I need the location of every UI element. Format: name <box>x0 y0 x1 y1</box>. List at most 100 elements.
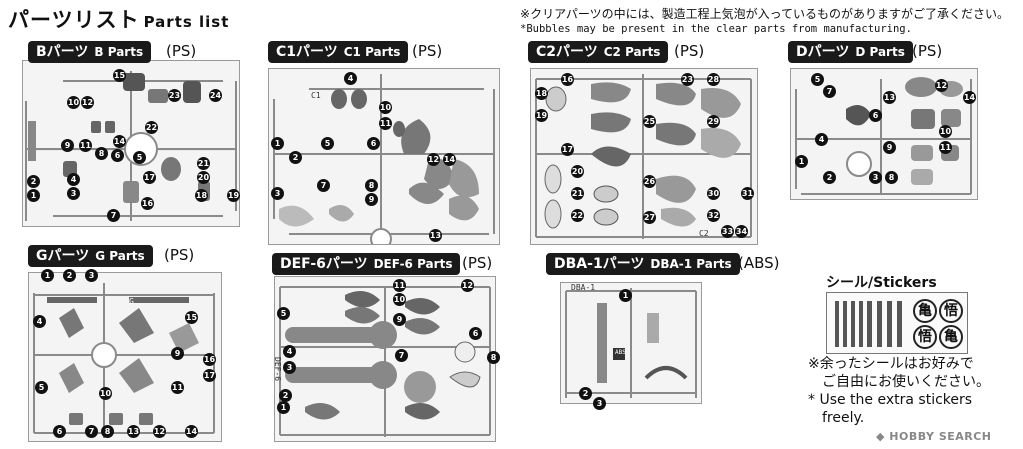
runner-mark-dba1: DBA-1 <box>571 283 596 292</box>
part-num-dba1-3: 3 <box>593 397 606 410</box>
part-num-c2-17: 17 <box>561 143 574 156</box>
part-num-g-11: 11 <box>171 381 184 394</box>
runner-g: G 1 2 3 4 15 9 16 17 5 11 10 6 7 13 12 1… <box>28 269 222 442</box>
part-num-d-14: 14 <box>963 91 976 104</box>
sticker-sheet: 亀 悟 悟 亀 <box>826 292 968 354</box>
part-num-g-7: 7 <box>85 425 98 438</box>
sticker-note: ※余ったシールはお好みで ご自由にお使いください。 * Use the extr… <box>808 355 990 427</box>
part-num-b-7: 7 <box>107 209 120 222</box>
part-num-c1-10: 10 <box>379 101 392 114</box>
part-num-def6-8: 8 <box>487 351 500 364</box>
part-num-def6-2: 2 <box>279 389 292 402</box>
part-num-g-8: 8 <box>101 425 114 438</box>
part-num-c1-5: 5 <box>321 137 334 150</box>
part-num-dba1-2: 2 <box>579 387 592 400</box>
part-num-c2-19a: 19 <box>535 109 548 122</box>
part-num-g-16: 16 <box>203 353 216 366</box>
runner-d: 5 7 13 12 14 4 6 10 11 9 1 3 2 8 <box>790 68 978 200</box>
part-num-b-1: 1 <box>27 189 40 202</box>
part-num-g-13: 13 <box>127 425 140 438</box>
part-num-b-17: 17 <box>143 171 156 184</box>
part-num-c2-18a: 18 <box>535 87 548 100</box>
part-num-c1-6: 6 <box>367 137 380 150</box>
runner-g-drawing <box>33 283 215 438</box>
part-num-def6-5: 5 <box>277 307 290 320</box>
part-num-d-9: 9 <box>883 141 896 154</box>
part-num-d-7: 7 <box>823 85 836 98</box>
runner-dba1: DBA-1 ABS 1 2 3 <box>560 282 702 410</box>
runner-c2: C2 16 23 28 18 19 17 20 21 29 26 27 22 3… <box>530 68 758 245</box>
part-num-c2-31: 31 <box>741 187 754 200</box>
part-num-b-15: 15 <box>113 69 126 82</box>
material-c1: (PS) <box>412 42 443 60</box>
part-num-def6-1: 1 <box>277 401 290 414</box>
part-num-def6-12: 12 <box>461 279 474 292</box>
sticker-stripes <box>835 301 902 347</box>
part-num-b-12: 12 <box>81 96 94 109</box>
part-num-b-18: 18 <box>195 189 208 202</box>
part-num-c1-9: 9 <box>365 193 378 206</box>
part-num-c2-20: 20 <box>571 165 584 178</box>
runner-dba1-drawing <box>565 288 697 398</box>
title-en: Parts list <box>143 13 230 31</box>
stickers-title: シール/Stickers <box>826 275 937 291</box>
runner-mark-abs: ABS <box>615 349 626 356</box>
part-num-b-5a: 5 <box>133 151 146 164</box>
part-num-g-3: 3 <box>85 269 98 282</box>
part-num-b-14: 14 <box>113 135 126 148</box>
part-num-c1-13: 13 <box>429 229 442 242</box>
sticker-note-jp-2: ご自由にお使いください。 <box>822 374 990 390</box>
part-num-g-15: 15 <box>185 311 198 324</box>
runner-def6: DEF-6 11 12 10 5 9 4 3 7 2 1 8 6 <box>273 276 500 442</box>
runner-mark-def6: DEF-6 <box>273 357 282 382</box>
runner-mark-c1: C1 <box>311 91 321 100</box>
part-num-b-23: 23 <box>168 89 181 102</box>
part-num-c2-26: 26 <box>643 175 656 188</box>
part-num-c1-1: 1 <box>271 137 284 150</box>
part-num-b-20: 20 <box>197 171 210 184</box>
part-num-g-10: 10 <box>99 387 112 400</box>
part-num-d-3: 3 <box>869 171 882 184</box>
material-d: (PS) <box>912 42 943 60</box>
sticker-note-jp-1: ※余ったシールはお好みで <box>808 356 974 372</box>
material-dba1: (ABS) <box>738 254 780 272</box>
part-num-dba1-1: 1 <box>619 289 632 302</box>
runner-c1-drawing <box>273 74 495 244</box>
material-c2: (PS) <box>674 42 705 60</box>
part-num-d-11: 11 <box>939 141 952 154</box>
part-num-def6-3: 3 <box>283 361 296 374</box>
part-num-b-24: 24 <box>209 89 222 102</box>
part-num-c2-23: 23 <box>681 73 694 86</box>
part-num-c2-16: 16 <box>561 73 574 86</box>
part-num-c2-30: 30 <box>707 187 720 200</box>
part-num-def6-9: 9 <box>393 313 406 326</box>
part-num-b-10: 10 <box>67 96 80 109</box>
part-num-g-2: 2 <box>63 269 76 282</box>
part-num-c1-7: 7 <box>317 179 330 192</box>
part-num-g-4: 4 <box>33 315 46 328</box>
part-num-def6-6: 6 <box>469 327 482 340</box>
part-num-c2-33: 33 <box>721 225 734 238</box>
clear-parts-note: ※クリアパーツの中には、製造工程上気泡が入っているものがありますがご了承ください… <box>520 7 1009 37</box>
part-num-c1-2: 2 <box>289 151 302 164</box>
part-num-def6-7a: 7 <box>395 349 408 362</box>
part-num-g-5: 5 <box>35 381 48 394</box>
brand-watermark: ◆ HOBBY SEARCH <box>876 430 992 443</box>
part-num-c2-27: 27 <box>643 211 656 224</box>
part-num-g-12: 12 <box>153 425 166 438</box>
part-num-c2-21: 21 <box>571 187 584 200</box>
part-num-b-9: 9 <box>61 139 74 152</box>
runner-d-drawing <box>795 77 972 195</box>
part-num-d-1: 1 <box>795 155 808 168</box>
part-num-c1-3: 3 <box>271 187 284 200</box>
runner-mark-g: G <box>129 297 134 306</box>
part-num-c1-11: 11 <box>379 117 392 130</box>
part-num-b-4: 4 <box>67 173 80 186</box>
